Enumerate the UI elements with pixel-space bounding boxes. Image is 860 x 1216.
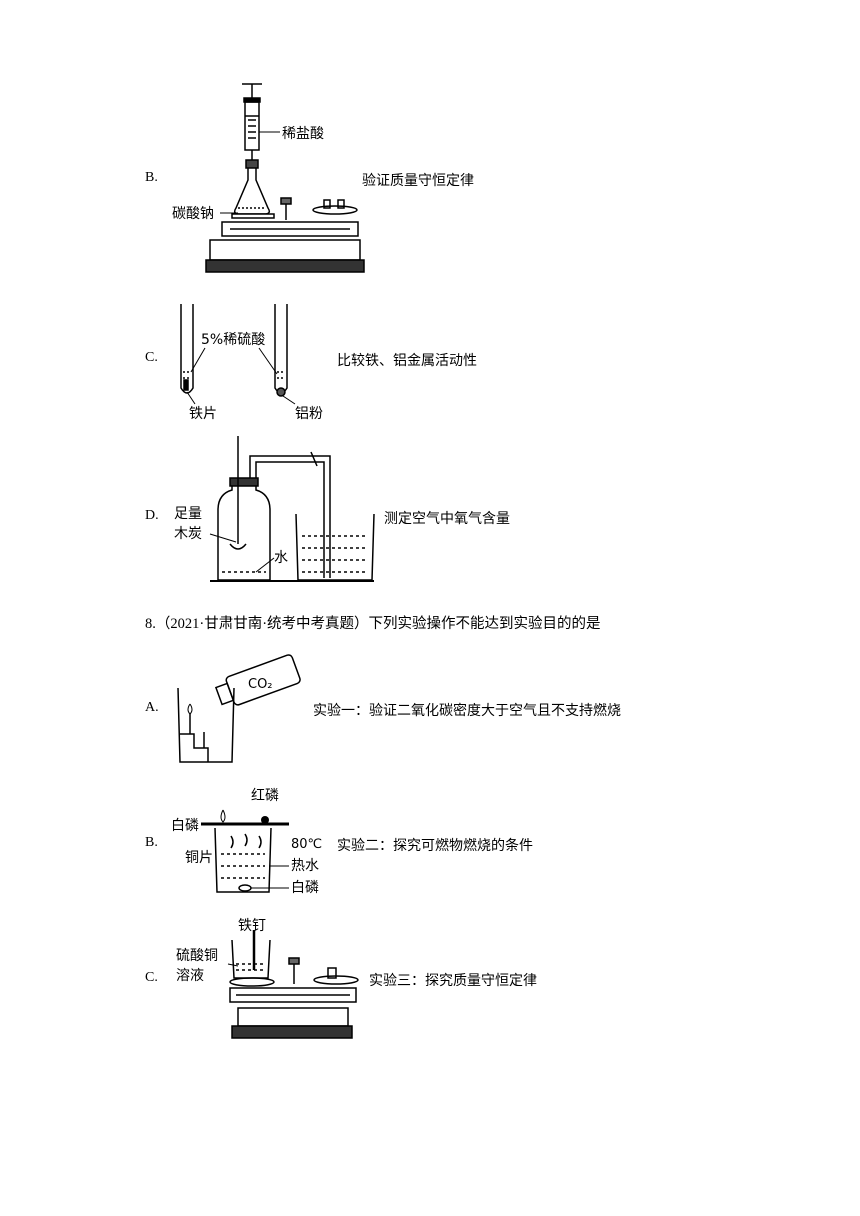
question-8-stem: 8.（2021·甘肃甘南·统考中考真题）下列实验操作不能达到实验目的的是 (145, 616, 601, 632)
option-d-caption: 测定空气中氧气含量 (384, 512, 510, 527)
oxygen-content-figure: 足量 木炭 水 (174, 436, 375, 582)
label-water: 水 (274, 550, 288, 566)
balance-flask-figure: 稀盐酸 碳酸钠 (172, 83, 365, 273)
co2-beaker-figure: CO₂ (177, 654, 301, 763)
label-charcoal: 木炭 (174, 526, 202, 542)
option-c-caption-q8: 实验三：探究质量守恒定律 (369, 974, 537, 989)
label-co2: CO₂ (248, 677, 273, 692)
test-tubes-figure: 5%稀硫酸 铁片 铝粉 (180, 304, 323, 422)
option-c-letter-q8: C. (145, 970, 158, 985)
mass-conservation-figure: 铁钉 硫酸铜 溶液 (176, 918, 359, 1039)
label-sufficient: 足量 (174, 506, 202, 522)
label-hcl: 稀盐酸 (282, 126, 324, 142)
label-hot-water: 热水 (291, 858, 319, 874)
label-h2so4: 5%稀硫酸 (201, 332, 265, 348)
option-c-caption: 比较铁、铝金属活动性 (337, 354, 477, 369)
label-aluminium: 铝粉 (295, 406, 323, 422)
label-cuso4-1: 硫酸铜 (176, 948, 218, 964)
label-temperature: 80℃ (291, 837, 322, 852)
label-white-p-top: 白磷 (171, 818, 199, 834)
label-nail: 铁钉 (238, 918, 266, 934)
option-a-letter: A. (145, 700, 159, 715)
label-iron: 铁片 (189, 406, 217, 422)
label-cuso4-2: 溶液 (176, 968, 204, 984)
combustion-conditions-figure: 红磷 白磷 铜片 80℃ 热水 白磷 (171, 788, 322, 896)
option-b-letter: B. (145, 170, 158, 185)
option-c-letter: C. (145, 350, 158, 365)
option-b-caption: 验证质量守恒定律 (362, 174, 474, 189)
label-white-p-bottom: 白磷 (291, 880, 319, 896)
option-b-letter-q8: B. (145, 835, 158, 850)
option-b-caption-q8: 实验二：探究可燃物燃烧的条件 (337, 839, 533, 854)
option-d-letter: D. (145, 508, 159, 523)
label-red-p: 红磷 (251, 788, 279, 804)
label-na2co3: 碳酸钠 (172, 206, 214, 222)
label-copper: 铜片 (185, 850, 213, 866)
option-a-caption: 实验一：验证二氧化碳密度大于空气且不支持燃烧 (313, 704, 621, 719)
